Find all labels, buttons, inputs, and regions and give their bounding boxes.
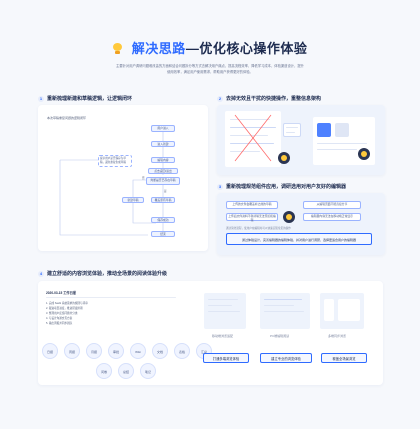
section-3-title: 重新梳理规范组件应用，调研选用对用户友好的编辑器 xyxy=(226,184,347,190)
section-4-number: 4 xyxy=(38,271,44,277)
s3-note-right-2: 编辑器内容无法在移动端正常显示 xyxy=(303,213,361,221)
flow-label: 本次草稿重复问题的逻辑闭环 xyxy=(47,116,87,120)
tag-doc: 文档 xyxy=(152,343,168,359)
doc-line-4: 4. 与设计沟通交互方案 xyxy=(46,317,73,320)
tag-wiki: Wiki xyxy=(130,343,146,359)
avatar-user-2 xyxy=(358,148,370,160)
btn-professional: 建立专业的浏览体验 xyxy=(260,353,312,363)
tag-approval: 审批 xyxy=(108,343,124,359)
caption-multi: 多端同步浏览 xyxy=(328,334,347,338)
tag-sheet: 表格 xyxy=(174,343,190,359)
btn-all-scenarios: 覆盖全场景浏览 xyxy=(321,353,367,363)
tag-conclusion: 总结 xyxy=(118,363,134,379)
intro-text: 主要针对用户调研问题难改善的方面和结合问题拆分等方式去解决用户痛点，提高流程效率… xyxy=(116,64,304,74)
page-title: 解决思路—优化核心操作体验 xyxy=(0,38,420,57)
flow-node-start: 用户进入 xyxy=(151,125,175,132)
ia-card xyxy=(217,105,385,175)
title-dark: 优化核心操作体验 xyxy=(199,41,308,56)
avatar-user-1 xyxy=(278,152,290,164)
doc-line-2: 2. 跟进项目进度，推进研发排期 xyxy=(46,307,83,310)
s3-note-left-1: 上传的文件会覆盖掉之前的草稿 xyxy=(226,201,278,209)
preview-mobile xyxy=(204,293,246,329)
doc-line-1: 1. 完成 SaaS 系统需求的梳理与评审 xyxy=(46,302,88,305)
tag-monthly: 月报 xyxy=(86,343,102,359)
preview-multi xyxy=(320,293,364,329)
flow-side-note: 提示用户是否保存为草稿，避免重复生成草稿 xyxy=(98,155,132,167)
section-1-number: 1 xyxy=(38,96,44,102)
reading-card: 2020-03-15 工作日报 1. 完成 SaaS 系统需求的梳理与评审 2.… xyxy=(38,281,383,385)
btn-multi-platform: 打通多端浏览体验 xyxy=(203,353,249,363)
s3-highlight-box: 通过体验设计，完善编辑器的编辑体验，并对用户进行调研，选择更适合用户的编辑器 xyxy=(226,233,372,245)
ia-before-mock xyxy=(225,111,281,167)
caption-pc: PC端编辑阅读 xyxy=(270,334,290,338)
flow-node-newdraft: 新建草稿 xyxy=(122,197,144,203)
caption-mobile: 移动端浏览适配 xyxy=(212,334,234,338)
avatar-user-3 xyxy=(283,211,295,223)
section-2-number: 2 xyxy=(217,96,223,102)
doc-line-5: 5. 输出周报并同步团队 xyxy=(46,322,73,325)
doc-title: 2020-03-15 工作日报 xyxy=(46,291,76,295)
s3-note-left-2: 上传后文件资料不够清晰无法预览和编辑 xyxy=(226,213,278,222)
s3-note-right-1: 从编辑页面不能直接分享 xyxy=(303,201,361,209)
flow-node-check: 判断是否已存在草稿 xyxy=(146,177,180,185)
tag-daily: 日报 xyxy=(42,343,58,359)
title-sep: — xyxy=(185,41,200,56)
tag-notes: 笔记 xyxy=(140,363,156,379)
section-4-title: 建立舒适的内容浏览体验，推动全场景的阅读体验升级 xyxy=(47,271,168,277)
flow-node-edit: 编辑内容 xyxy=(151,157,175,163)
tag-survey: 问卷 xyxy=(96,363,112,379)
s3-bottom-note: 通过简化流程，使用户在编辑时可以快速实现常见的操作 xyxy=(226,227,291,230)
flow-node-exit: 点击返回/退出 xyxy=(148,168,178,174)
section-1-title: 重新梳理新建和草稿逻辑，让逻辑闭环 xyxy=(47,96,133,102)
preview-pc xyxy=(260,293,310,329)
lightbulb-icon xyxy=(112,43,122,54)
strikeout-marks xyxy=(234,114,272,162)
flow-node-end: 结束 xyxy=(151,231,175,237)
doc-line-3: 3. 整理用户反馈问题并分类 xyxy=(46,312,78,315)
flow-label-no: 否 xyxy=(142,177,145,180)
section-2-title: 去掉无效且干扰的快捷操作，重整信息架构 xyxy=(226,96,322,102)
flow-node-saved: 保存成功 xyxy=(151,217,175,223)
flow-node-overwrite: 覆盖原有草稿 xyxy=(151,197,175,203)
flow-card: 本次草稿重复问题的逻辑闭环 用户进入 进入新建 编辑内容 点击返回/退出 判断是… xyxy=(38,105,208,251)
editor-card: 上传的文件会覆盖掉之前的草稿 上传后文件资料不够清晰无法预览和编辑 从编辑页面不… xyxy=(217,193,385,255)
flow-label-yes: 是 xyxy=(164,190,167,193)
section-3-number: 3 xyxy=(217,184,223,190)
tag-weekly: 周报 xyxy=(64,343,80,359)
flow-node-create: 进入新建 xyxy=(151,141,175,147)
title-blue: 解决思路 xyxy=(131,41,186,56)
ia-popup-mock xyxy=(283,123,301,137)
flow-connectors xyxy=(59,132,164,236)
